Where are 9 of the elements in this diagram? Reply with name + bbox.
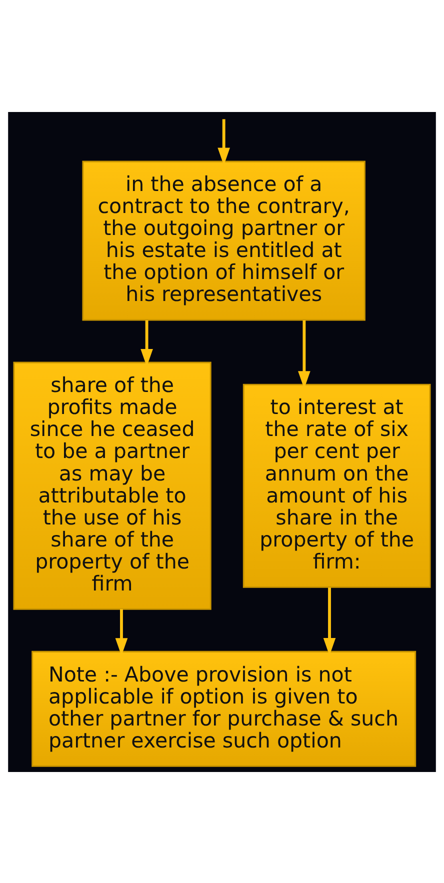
arrow	[323, 587, 336, 656]
arrow	[140, 320, 153, 366]
node-box: share of the profits made since he ceased to be a partner as may be attributable to the use of his share of the property of the firm	[13, 361, 212, 610]
node-box: Note :- Above provision is not applicable if option is given to other partner for purchase & such partner exercise such option	[32, 650, 416, 766]
arrow	[218, 118, 230, 165]
node-box: to interest at the rate of six per cent per annum on the amount of his share in the property of the firm:	[242, 383, 431, 588]
arrow	[298, 320, 310, 388]
arrow	[115, 608, 128, 656]
node-box: in the absence of a contract to the contrary, the outgoing partner or his estate is entitled at the option of himself or his representatives	[82, 160, 366, 320]
